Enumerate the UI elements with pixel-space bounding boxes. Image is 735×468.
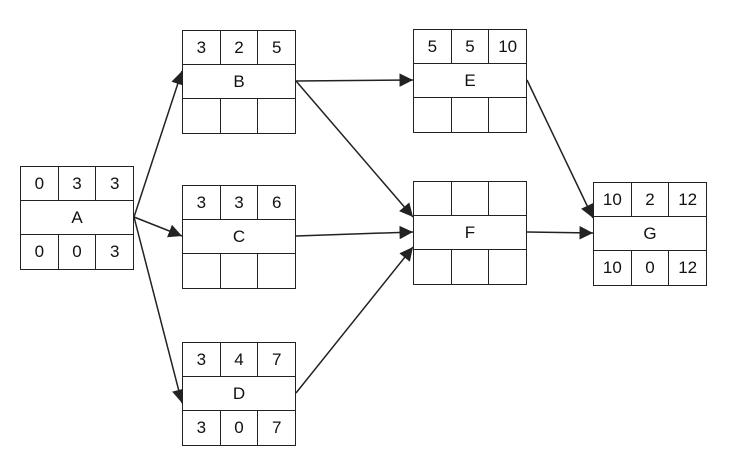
node-top-cell: 5 xyxy=(271,37,282,57)
node-bottom-cell xyxy=(489,98,526,132)
node-bottom-cell xyxy=(183,99,221,133)
node-bottom-cell xyxy=(221,254,259,288)
node-label: C xyxy=(183,220,295,254)
edge-b-e xyxy=(295,73,414,87)
activity-node-f: F xyxy=(413,181,527,285)
node-bottom-cell: 0 xyxy=(59,235,97,269)
edge-a-c xyxy=(133,216,183,238)
node-bottom-row xyxy=(414,250,526,284)
node-bottom-cell: 0 xyxy=(632,251,670,285)
node-bottom-cell xyxy=(183,254,221,288)
node-bottom-cell xyxy=(221,99,259,133)
node-top-row xyxy=(414,182,526,216)
node-bottom-cell xyxy=(258,99,295,133)
node-top-cell: 4 xyxy=(221,343,259,376)
node-bottom-cell xyxy=(414,98,452,132)
edge-f-g xyxy=(526,226,594,240)
node-top-cell: 2 xyxy=(221,31,259,64)
node-top-cell xyxy=(489,182,526,215)
node-top-cell: 12 xyxy=(678,189,698,209)
node-top-cell: 10 xyxy=(594,183,632,216)
node-bottom-cell: 7 xyxy=(271,418,282,437)
node-top-cell: 3 xyxy=(183,186,221,219)
node-label: D xyxy=(183,377,295,411)
edge-c-f xyxy=(295,225,414,240)
node-bottom-cell: 10 xyxy=(594,251,632,285)
node-bottom-cell xyxy=(414,250,452,284)
node-bottom-row xyxy=(183,99,295,133)
node-top-cell: 5 xyxy=(452,30,490,63)
node-bottom-cell xyxy=(258,254,295,288)
node-bottom-cell: 12 xyxy=(678,258,698,277)
node-top-cell: 3 xyxy=(221,186,259,219)
node-bottom-cell: 3 xyxy=(183,411,221,445)
node-bottom-cell xyxy=(489,250,526,284)
node-bottom-cell xyxy=(452,250,490,284)
node-top-cell xyxy=(414,182,452,215)
node-bottom-cell: 0 xyxy=(221,411,259,445)
node-top-cell: 2 xyxy=(632,183,670,216)
node-label: A xyxy=(21,201,133,235)
edge-a-b xyxy=(133,70,185,218)
node-label: G xyxy=(594,217,706,251)
node-top-cell xyxy=(452,182,490,215)
node-label: B xyxy=(183,65,295,99)
node-top-cell: 6 xyxy=(271,192,282,212)
node-top-cell: 3 xyxy=(59,167,97,200)
edge-b-f xyxy=(295,80,414,218)
node-top-cell: 3 xyxy=(109,173,120,193)
node-bottom-cell: 0 xyxy=(21,235,59,269)
edge-a-d xyxy=(133,216,186,404)
node-top-cell: 3 xyxy=(183,31,221,64)
node-top-cell: 5 xyxy=(414,30,452,63)
node-bottom-cell xyxy=(452,98,490,132)
edge-d-f xyxy=(295,246,414,394)
node-top-cell: 0 xyxy=(21,167,59,200)
node-top-cell: 7 xyxy=(271,349,282,369)
node-bottom-cell: 3 xyxy=(109,242,120,261)
edge-e-g xyxy=(526,79,594,219)
node-label: F xyxy=(414,216,526,250)
node-label: E xyxy=(414,64,526,98)
node-bottom-row xyxy=(414,98,526,132)
node-top-cell: 10 xyxy=(498,36,518,56)
node-top-cell: 3 xyxy=(183,343,221,376)
node-bottom-row xyxy=(183,254,295,288)
